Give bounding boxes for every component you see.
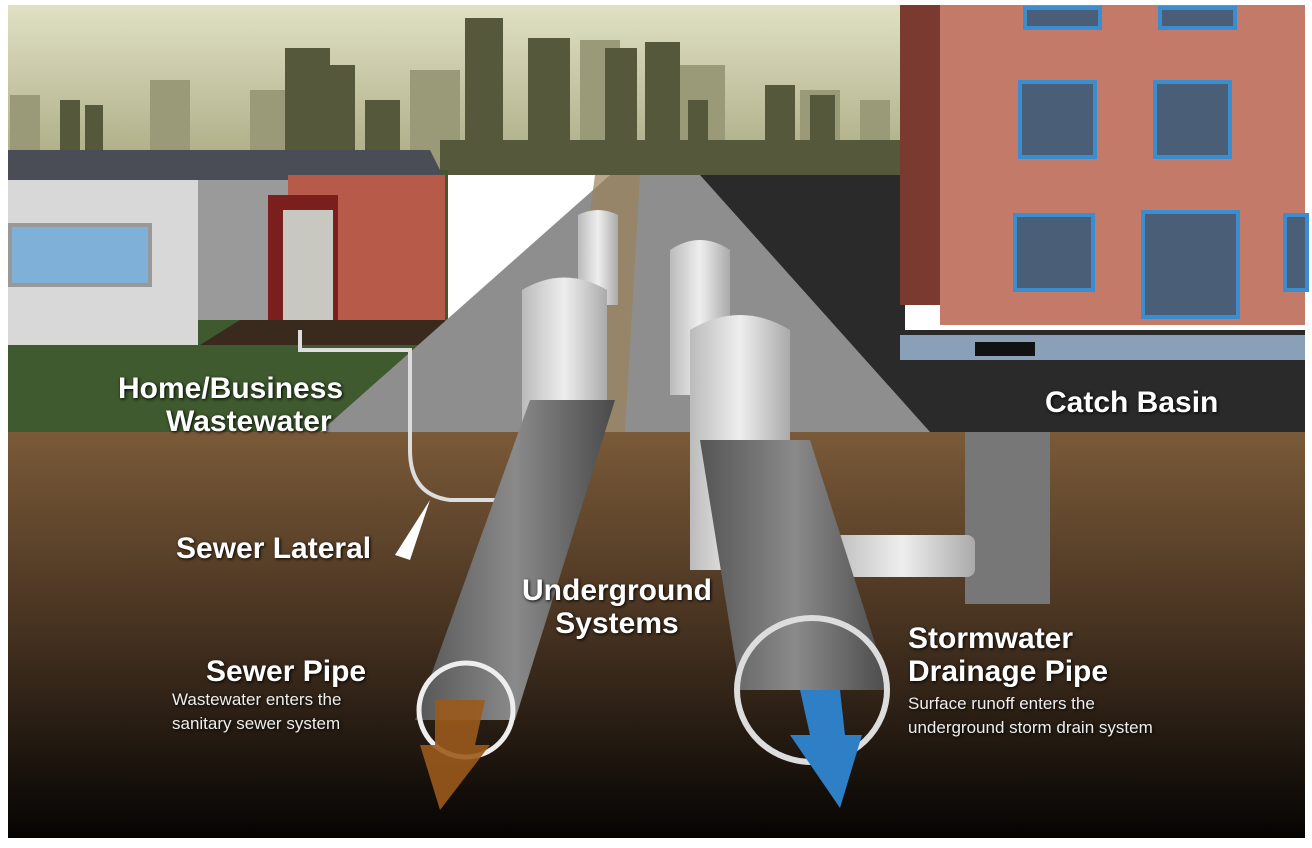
building-windows — [1013, 6, 1309, 319]
label-catch-basin: Catch Basin — [1045, 386, 1219, 419]
sewer-flow-arrow-icon — [420, 700, 490, 810]
sewer-pipe — [415, 400, 615, 720]
underground — [8, 432, 1305, 838]
sewer-pipe-desc: sanitary sewer system — [172, 713, 341, 733]
label-sewer-lateral: Sewer Lateral — [176, 532, 372, 565]
storm-pipe-desc: underground storm drain system — [908, 717, 1153, 737]
label-line: Underground — [522, 574, 712, 607]
storm-pipe-desc: Surface runoff enters the — [908, 694, 1095, 713]
label-line: Wastewater — [166, 405, 332, 438]
building — [940, 5, 1305, 325]
sewer-pipe-title: Sewer Pipe — [206, 655, 367, 688]
storm-pipe-title: Stormwater — [908, 622, 1074, 655]
label-underground-systems: Underground Systems — [522, 574, 712, 640]
label-storm-pipe: Stormwater Drainage Pipe Surface runoff … — [908, 622, 1153, 740]
sidewalk — [900, 335, 1305, 360]
storm-flow-arrow-icon — [790, 690, 862, 808]
sewer-pipe-desc: Wastewater enters the — [172, 690, 342, 709]
skyline — [60, 18, 900, 175]
catch-basin-grate — [975, 342, 1035, 356]
parking-lot — [700, 175, 1305, 432]
label-line: Systems — [555, 607, 679, 640]
house-roof — [8, 150, 445, 180]
lateral-pointer-icon — [395, 500, 430, 560]
label-sewer-pipe: Sewer Pipe Wastewater enters the sanitar… — [172, 655, 366, 736]
label-home-business: Home/Business Wastewater — [118, 372, 343, 438]
label-line: Home/Business — [118, 372, 344, 405]
house-window — [8, 223, 152, 287]
sewer-lateral-pipe — [298, 330, 495, 502]
storm-pipe-title: Drainage Pipe — [908, 655, 1109, 688]
storm-pipe — [700, 440, 890, 690]
connector-pipe — [830, 535, 975, 577]
